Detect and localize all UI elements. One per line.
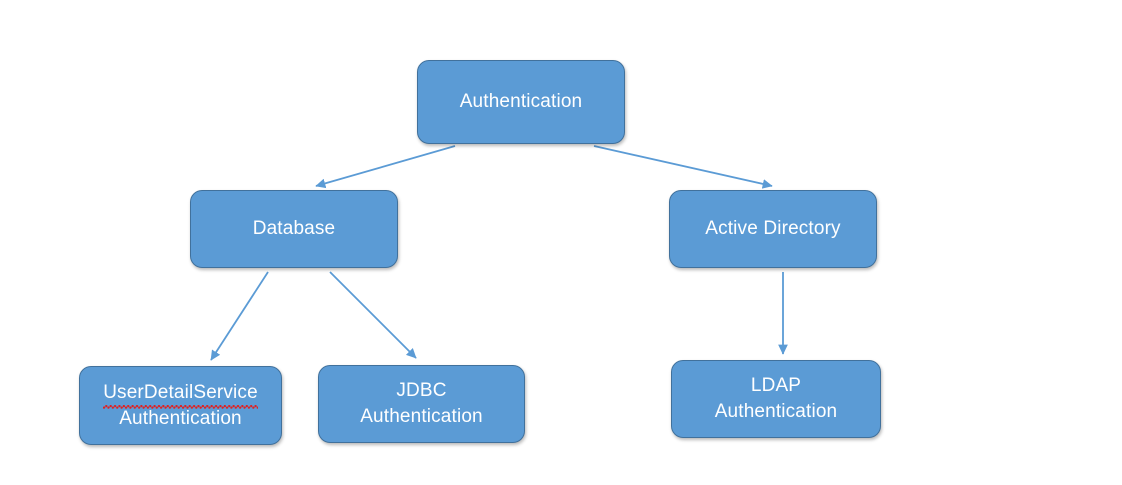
edge-database-to-jdbc: [329, 271, 417, 359]
node-database-label: Database: [252, 218, 336, 240]
node-userdetailservice-label: UserDetailService Authentication: [80, 380, 281, 431]
edge-authentication-to-database: [315, 145, 456, 189]
edge-authentication-to-active-directory: [593, 145, 773, 189]
node-authentication-label: Authentication: [459, 91, 583, 113]
node-ldap-label: LDAP Authentication: [714, 375, 838, 422]
node-jdbc-label: JDBC Authentication: [360, 380, 483, 427]
node-active-directory-label: Active Directory: [705, 218, 841, 240]
node-authentication[interactable]: Authentication: [417, 60, 625, 144]
node-ldap-authentication[interactable]: LDAP Authentication: [671, 360, 881, 438]
node-active-directory[interactable]: Active Directory: [669, 190, 877, 268]
node-jdbc-authentication[interactable]: JDBC Authentication: [318, 365, 525, 443]
spellcheck-flagged-text: UserDetailService: [86, 380, 275, 409]
node-userdetailservice-authentication[interactable]: UserDetailService Authentication: [79, 366, 282, 445]
edge-database-to-userdetailservice: [210, 271, 269, 361]
node-database[interactable]: Database: [190, 190, 398, 268]
